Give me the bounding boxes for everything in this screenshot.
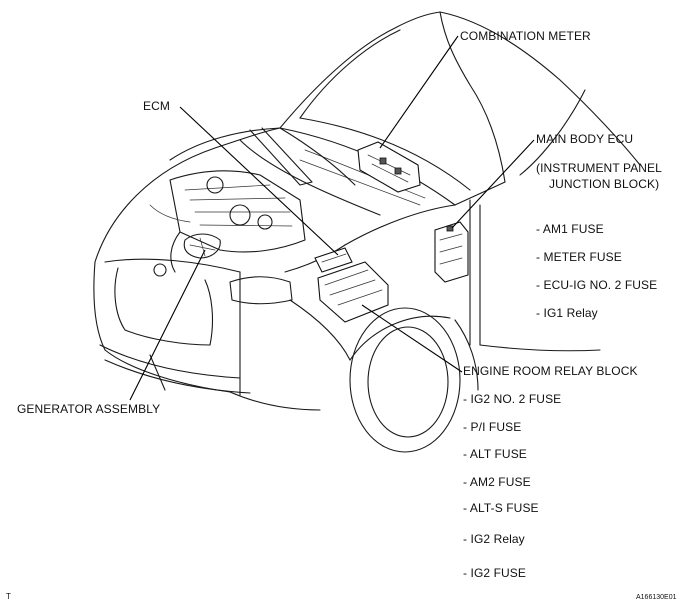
engine-room-relay-block-part: [317, 261, 389, 323]
label-meter-fuse: - METER FUSE: [536, 250, 622, 264]
figure-code: A166130E01: [636, 594, 677, 601]
ecm-leader: [179, 106, 339, 256]
front-fascia: [93, 258, 351, 411]
label-engine-room-relay-block: ENGINE ROOM RELAY BLOCK: [463, 364, 638, 378]
label-main-body-ecu: MAIN BODY ECU: [536, 132, 634, 146]
label-ig2-fuse: - IG2 FUSE: [463, 566, 527, 580]
leader-lines: [129, 35, 535, 401]
label-alt-s-fuse: - ALT-S FUSE: [463, 501, 539, 515]
label-am1-fuse: - AM1 FUSE: [536, 222, 604, 236]
label-alt-fuse: - ALT FUSE: [463, 447, 527, 461]
engine-room-relay-block-leader: [361, 304, 463, 373]
front-tire: [349, 307, 479, 453]
label-main-body-ecu-sub2: JUNCTION BLOCK): [549, 177, 660, 191]
label-ig2-relay: - IG2 Relay: [463, 532, 525, 546]
label-ig2-no2-fuse: - IG2 NO. 2 FUSE: [463, 392, 562, 406]
label-am2-fuse: - AM2 FUSE: [463, 475, 531, 489]
combination-meter-leader: [379, 35, 459, 149]
label-ecu-ig-no2-fuse: - ECU-IG NO. 2 FUSE: [536, 278, 658, 292]
main-body-ecu-leader: [451, 139, 535, 229]
label-ig1-relay: - IG1 Relay: [536, 306, 598, 320]
corner-mark: T: [6, 592, 11, 601]
combination-meter-part: [357, 141, 421, 193]
label-main-body-ecu-sub1: (INSTRUMENT PANEL: [536, 161, 662, 175]
label-combination-meter: COMBINATION METER: [460, 29, 591, 43]
label-generator-assembly: GENERATOR ASSEMBLY: [17, 402, 161, 416]
engine-bay: [149, 170, 306, 273]
generator-assembly-leader: [129, 249, 206, 401]
label-ecm: ECM: [143, 99, 170, 113]
label-pi-fuse: - P/I FUSE: [463, 420, 522, 434]
ecm-part: [314, 247, 353, 273]
main-body-ecu-part: [434, 221, 469, 283]
